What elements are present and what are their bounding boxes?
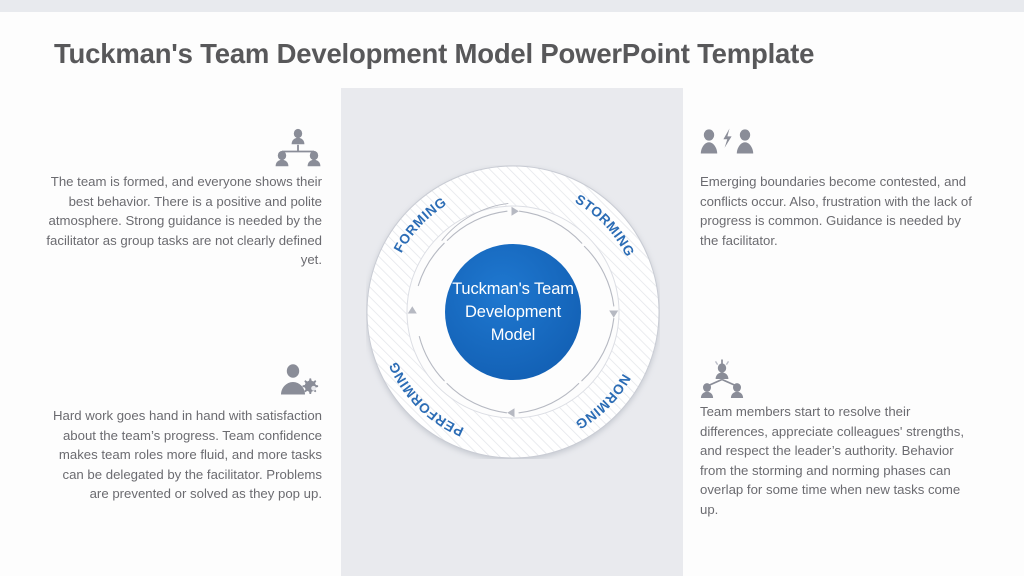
org-chart-icon — [275, 128, 321, 167]
stage-block-norming: Team members start to resolve their diff… — [700, 358, 978, 520]
page-title: Tuckman's Team Development Model PowerPo… — [54, 38, 815, 69]
stage-block-storming: Emerging boundaries become contested, an… — [700, 128, 978, 250]
stage-block-performing: Hard work goes hand in hand with satisfa… — [44, 362, 322, 504]
forming-text: The team is formed, and everyone shows t… — [46, 174, 322, 268]
norming-text: Team members start to resolve their diff… — [700, 404, 964, 517]
storming-text: Emerging boundaries become contested, an… — [700, 174, 972, 248]
top-border-strip — [0, 0, 1024, 12]
storming-icon-row — [700, 128, 978, 172]
norming-icon-row — [700, 358, 978, 402]
performing-icon-row — [44, 362, 322, 406]
performing-text: Hard work goes hand in hand with satisfa… — [52, 408, 322, 502]
team-hierarchy-icon — [700, 359, 744, 398]
tuckman-cycle-diagram: FORMING STORMING NORMING PERFORMING — [366, 165, 660, 459]
people-conflict-icon — [700, 128, 754, 154]
stage-block-forming: The team is formed, and everyone shows t… — [44, 128, 322, 270]
person-gear-icon — [281, 364, 319, 395]
forming-icon-row — [44, 128, 322, 172]
